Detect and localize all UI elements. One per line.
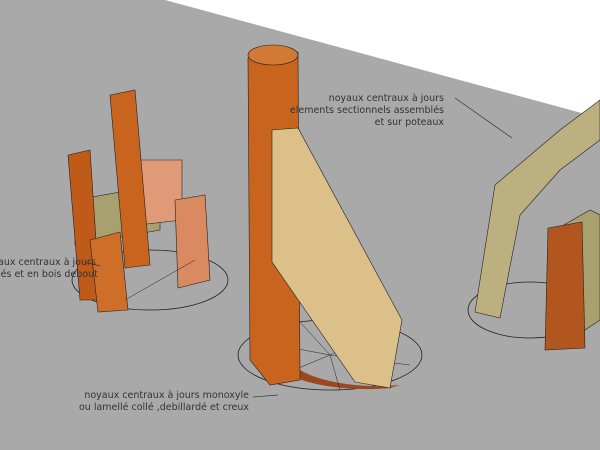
sky: [165, 0, 600, 118]
label-right-line3: et sur poteaux: [374, 117, 444, 128]
label-right-line2: elements sectionnels assemblés: [289, 105, 444, 116]
label-center-line1: noyaux centraux à jours monoxyle: [84, 390, 249, 401]
label-right-line1: noyaux centraux à jours: [328, 93, 444, 104]
leader-center: [252, 394, 279, 398]
label-left: aux centraux à jours lés et en bois debo…: [0, 257, 98, 281]
model-center-monoxyle: [237, 44, 423, 391]
label-left-line1: aux centraux à jours: [0, 257, 96, 268]
label-right: noyaux centraux à jours elements section…: [290, 93, 444, 129]
model-right-sectional: [467, 99, 600, 351]
label-left-line2: lés et en bois debout: [0, 269, 98, 280]
model-left-wood-posts: [67, 89, 229, 313]
label-center-line2: ou lamellé collé ,debillardé et creux: [78, 402, 249, 413]
leader-left: [84, 261, 101, 267]
label-center: noyaux centraux à jours monoxyle ou lame…: [79, 390, 249, 414]
leader-right: [454, 97, 513, 139]
